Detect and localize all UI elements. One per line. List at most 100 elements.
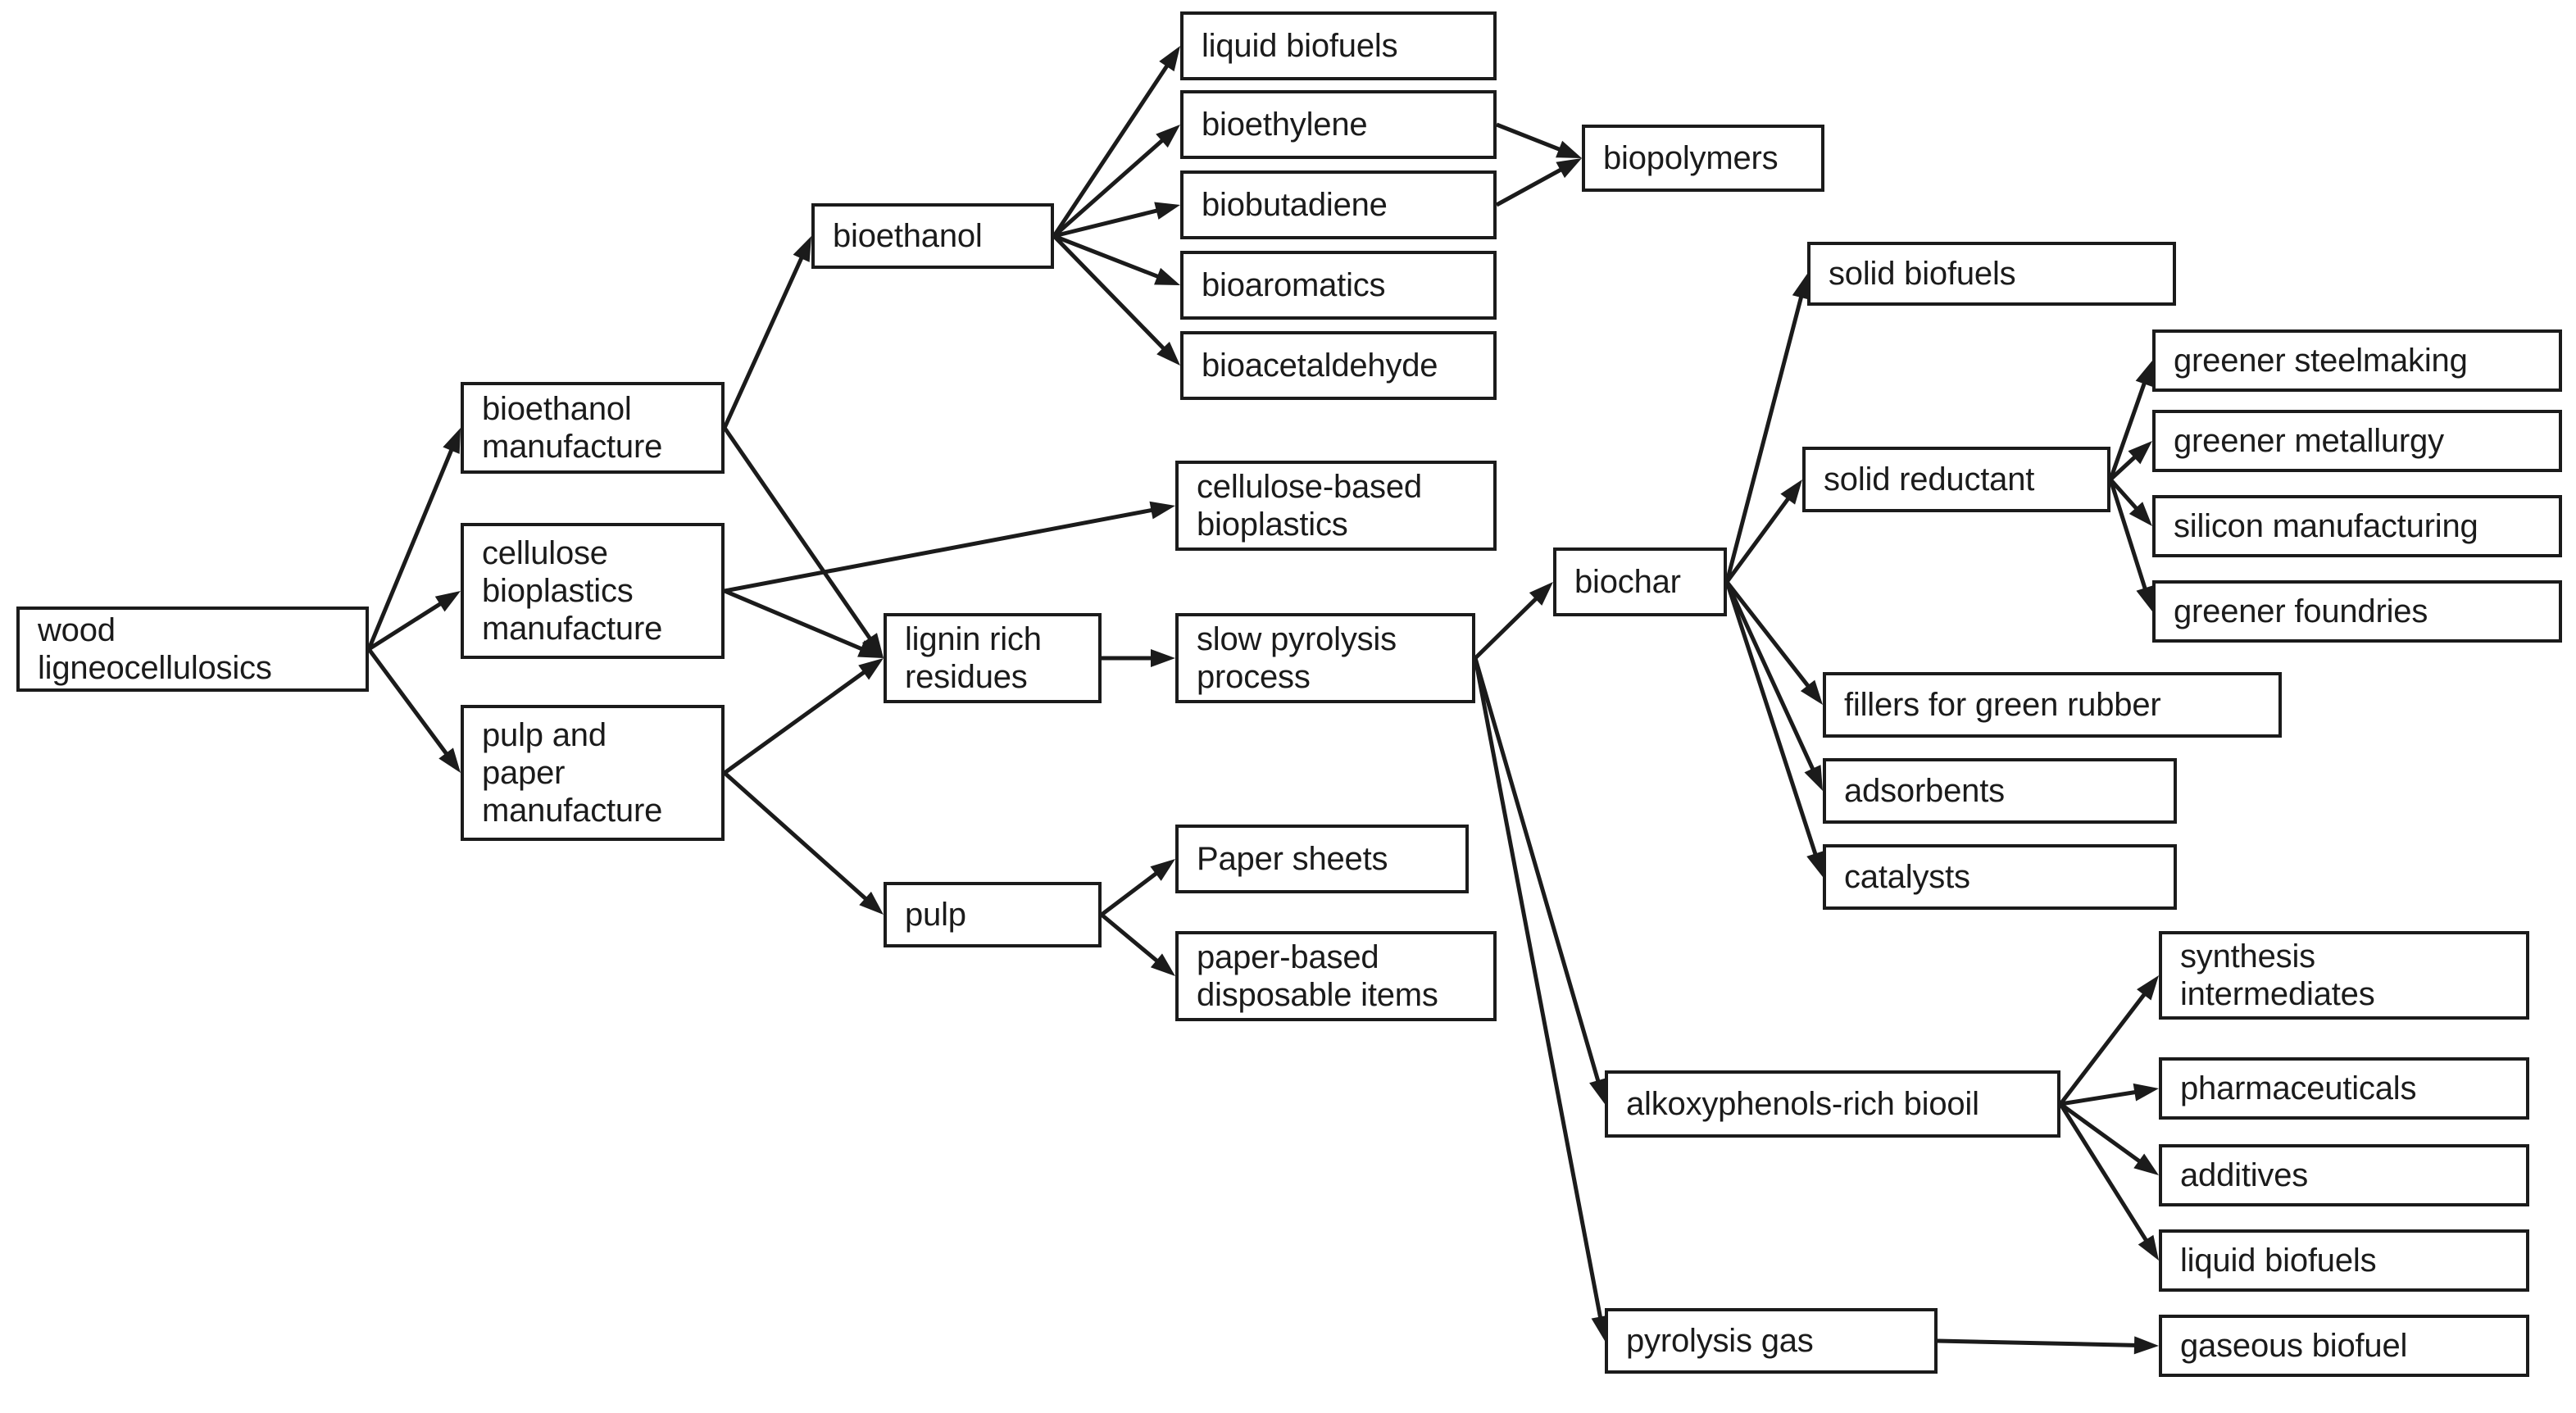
edge-solid_reductant-to-greener_foundries bbox=[2108, 479, 2154, 611]
edge-wood-to-bioethanol_manufacture bbox=[366, 428, 461, 650]
node-label-liquid_biofuels_1: liquid biofuels bbox=[1202, 28, 1398, 64]
edge-solid_reductant-to-greener_metallurgy bbox=[2109, 441, 2152, 481]
node-label-cellulose_bioplastics: cellulose-based bioplastics bbox=[1197, 469, 1422, 543]
edge-bioethanol_manufacture-to-lignin_residues bbox=[722, 426, 884, 658]
node-label-synthesis_inter: synthesis intermediates bbox=[2180, 938, 2375, 1012]
node-label-biopolymers: biopolymers bbox=[1603, 140, 1779, 176]
edge-solid_reductant-to-greener_steelmaking bbox=[2108, 361, 2153, 480]
node-paper_disposable[interactable]: paper-based disposable items bbox=[1175, 931, 1497, 1021]
node-label-wood: wood ligneocellulosics bbox=[38, 612, 272, 686]
edge-pulp-to-paper_sheets bbox=[1100, 859, 1175, 916]
edge-biochar-to-catalysts bbox=[1724, 581, 1824, 877]
node-solid_biofuels[interactable]: solid biofuels bbox=[1807, 242, 2176, 306]
node-label-bioethanol: bioethanol bbox=[833, 218, 983, 254]
node-synthesis_inter[interactable]: synthesis intermediates bbox=[2159, 931, 2529, 1020]
node-label-greener_metallurgy: greener metallurgy bbox=[2174, 423, 2444, 459]
edge-cellulose_manufacture-to-lignin_residues bbox=[724, 588, 884, 658]
node-label-solid_biofuels: solid biofuels bbox=[1829, 256, 2016, 292]
edge-bioethanol-to-biobutadiene bbox=[1053, 202, 1180, 239]
node-label-bioaromatics: bioaromatics bbox=[1202, 267, 1386, 303]
node-biochar[interactable]: biochar bbox=[1553, 547, 1727, 616]
node-wood[interactable]: wood ligneocellulosics bbox=[16, 607, 369, 692]
edge-solid_reductant-to-silicon_manufacturing bbox=[2109, 478, 2152, 526]
node-biooil[interactable]: alkoxyphenols-rich biooil bbox=[1605, 1070, 2060, 1138]
edge-biooil-to-pharmaceuticals bbox=[2060, 1083, 2159, 1106]
node-lignin_residues[interactable]: lignin rich residues bbox=[884, 613, 1102, 703]
edge-wood-to-cellulose_manufacture bbox=[367, 591, 461, 652]
node-label-greener_steelmaking: greener steelmaking bbox=[2174, 343, 2468, 379]
node-slow_pyrolysis[interactable]: slow pyrolysis process bbox=[1175, 613, 1475, 703]
edge-biooil-to-additives bbox=[2059, 1102, 2159, 1175]
node-label-pharmaceuticals: pharmaceuticals bbox=[2180, 1070, 2417, 1106]
edge-pulp-to-paper_disposable bbox=[1100, 913, 1175, 976]
node-label-bioacetaldehyde: bioacetaldehyde bbox=[1202, 348, 1438, 384]
node-bioethylene[interactable]: bioethylene bbox=[1180, 90, 1497, 159]
node-cellulose_bioplastics[interactable]: cellulose-based bioplastics bbox=[1175, 461, 1497, 551]
edge-biochar-to-solid_reductant bbox=[1724, 479, 1802, 584]
node-label-slow_pyrolysis: slow pyrolysis process bbox=[1197, 621, 1397, 695]
node-solid_reductant[interactable]: solid reductant bbox=[1802, 447, 2110, 512]
edge-pulp_paper_manufacture-to-pulp bbox=[723, 771, 884, 915]
edge-bioethanol-to-bioethylene bbox=[1052, 125, 1180, 238]
node-label-additives: additives bbox=[2180, 1157, 2309, 1193]
node-greener_steelmaking[interactable]: greener steelmaking bbox=[2152, 329, 2562, 392]
node-pulp[interactable]: pulp bbox=[884, 882, 1102, 947]
node-bioacetaldehyde[interactable]: bioacetaldehyde bbox=[1180, 331, 1497, 400]
node-label-lignin_residues: lignin rich residues bbox=[905, 621, 1042, 695]
edge-bioethanol-to-liquid_biofuels_1 bbox=[1052, 46, 1180, 238]
node-label-adsorbents: adsorbents bbox=[1844, 773, 2005, 809]
node-biobutadiene[interactable]: biobutadiene bbox=[1180, 170, 1497, 239]
node-label-paper_disposable: paper-based disposable items bbox=[1197, 939, 1438, 1013]
node-pharmaceuticals[interactable]: pharmaceuticals bbox=[2159, 1057, 2529, 1120]
edge-biobutadiene-to-biopolymers bbox=[1495, 158, 1582, 207]
node-label-paper_sheets: Paper sheets bbox=[1197, 841, 1388, 877]
node-label-silicon_manufacturing: silicon manufacturing bbox=[2174, 508, 2478, 544]
node-label-biobutadiene: biobutadiene bbox=[1202, 187, 1388, 223]
node-catalysts[interactable]: catalysts bbox=[1823, 844, 2177, 910]
node-liquid_biofuels_1[interactable]: liquid biofuels bbox=[1180, 11, 1497, 80]
node-cellulose_manufacture[interactable]: cellulose bioplastics manufacture bbox=[461, 523, 725, 659]
node-bioethanol_manufacture[interactable]: bioethanol manufacture bbox=[461, 382, 725, 474]
node-pulp_paper_manufacture[interactable]: pulp and paper manufacture bbox=[461, 705, 725, 841]
node-label-pulp_paper_manufacture: pulp and paper manufacture bbox=[482, 717, 663, 829]
node-label-liquid_biofuels_2: liquid biofuels bbox=[2180, 1243, 2377, 1279]
node-silicon_manufacturing[interactable]: silicon manufacturing bbox=[2152, 495, 2562, 557]
node-label-gaseous_biofuel: gaseous biofuel bbox=[2180, 1328, 2408, 1364]
node-bioaromatics[interactable]: bioaromatics bbox=[1180, 251, 1497, 320]
edge-biooil-to-synthesis_inter bbox=[2059, 975, 2159, 1106]
edge-wood-to-pulp_paper_manufacture bbox=[366, 647, 461, 773]
edge-biochar-to-fillers_rubber bbox=[1725, 580, 1823, 705]
edge-slow_pyrolysis-to-biooil bbox=[1473, 657, 1607, 1104]
node-label-solid_reductant: solid reductant bbox=[1824, 461, 2035, 498]
node-label-cellulose_manufacture: cellulose bioplastics manufacture bbox=[482, 535, 663, 647]
edge-lignin_residues-to-slow_pyrolysis bbox=[1102, 649, 1175, 667]
node-adsorbents[interactable]: adsorbents bbox=[1823, 758, 2177, 824]
edge-biochar-to-solid_biofuels bbox=[1724, 274, 1810, 583]
node-label-biochar: biochar bbox=[1574, 564, 1681, 600]
node-liquid_biofuels_2[interactable]: liquid biofuels bbox=[2159, 1229, 2529, 1292]
node-pyrolysis_gas[interactable]: pyrolysis gas bbox=[1605, 1308, 1938, 1374]
node-paper_sheets[interactable]: Paper sheets bbox=[1175, 825, 1469, 893]
edge-bioethanol_manufacture-to-bioethanol bbox=[722, 236, 811, 429]
edge-bioethanol-to-bioacetaldehyde bbox=[1052, 234, 1180, 366]
edge-cellulose_manufacture-to-cellulose_bioplastics bbox=[724, 501, 1175, 593]
node-greener_foundries[interactable]: greener foundries bbox=[2152, 580, 2562, 643]
edge-biochar-to-adsorbents bbox=[1724, 580, 1823, 791]
node-greener_metallurgy[interactable]: greener metallurgy bbox=[2152, 410, 2562, 472]
edge-bioethylene-to-biopolymers bbox=[1496, 122, 1582, 158]
node-label-biooil: alkoxyphenols-rich biooil bbox=[1626, 1086, 1979, 1122]
node-label-fillers_rubber: fillers for green rubber bbox=[1844, 687, 2161, 723]
node-label-greener_foundries: greener foundries bbox=[2174, 593, 2428, 629]
edge-pulp_paper_manufacture-to-lignin_residues bbox=[723, 658, 884, 775]
node-label-pyrolysis_gas: pyrolysis gas bbox=[1626, 1323, 1814, 1359]
node-additives[interactable]: additives bbox=[2159, 1144, 2529, 1206]
node-biopolymers[interactable]: biopolymers bbox=[1582, 125, 1824, 192]
node-gaseous_biofuel[interactable]: gaseous biofuel bbox=[2159, 1315, 2529, 1377]
edge-slow_pyrolysis-to-biochar bbox=[1474, 582, 1553, 660]
node-label-pulp: pulp bbox=[905, 897, 966, 933]
node-label-catalysts: catalysts bbox=[1844, 859, 1970, 895]
node-fillers_rubber[interactable]: fillers for green rubber bbox=[1823, 672, 2282, 738]
node-bioethanol[interactable]: bioethanol bbox=[811, 203, 1054, 269]
edge-biooil-to-liquid_biofuels_2 bbox=[2058, 1102, 2159, 1261]
